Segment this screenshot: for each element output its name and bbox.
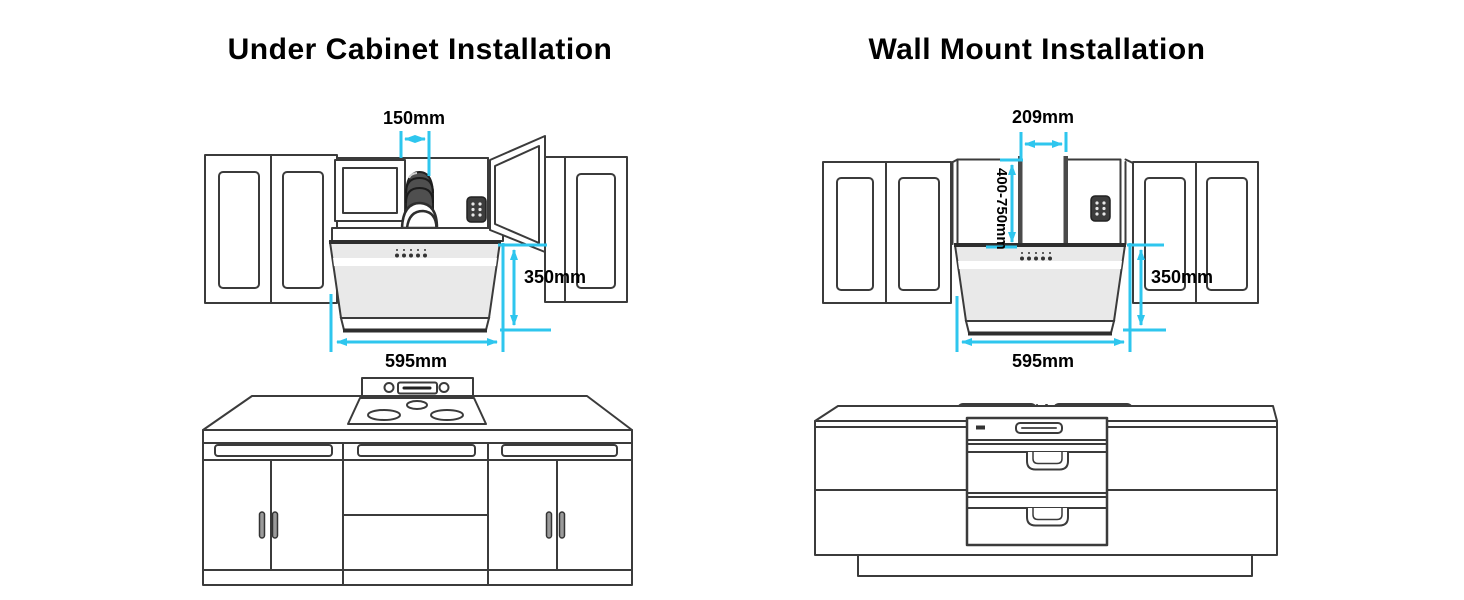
- chimney-duct: [1018, 156, 1068, 246]
- dimension-label-duct-clearance: 150mm: [383, 108, 445, 128]
- range-hood: [952, 243, 1128, 336]
- range-hood: [327, 240, 503, 333]
- dimensions-under-cabinet: 150mm 350mm 595mm: [329, 108, 586, 371]
- kick-plate: [857, 554, 1253, 577]
- cabinet-bottom-shelf: [331, 227, 504, 242]
- dimensions-wall-mount: 209mm 400-750mm 350mm 595mm: [955, 107, 1213, 371]
- wall-mount-diagram: 209mm 400-750mm 350mm 595mm: [814, 107, 1278, 577]
- dimension-label-mounting-height: 400-750mm: [993, 168, 1010, 250]
- kitchen-counter-right-diagram: [814, 403, 1278, 577]
- under-cabinet-diagram: 150mm 350mm 595mm: [202, 108, 633, 586]
- power-outlet-icon: [466, 196, 487, 223]
- kitchen-counter-left-diagram: [202, 377, 633, 586]
- upper-cabinets-right-diagram: [822, 158, 1259, 304]
- door-handles: [258, 511, 566, 539]
- dimension-label-hood-height: 350mm: [524, 267, 586, 287]
- dimension-label-hood-height: 350mm: [1151, 267, 1213, 287]
- dimension-label-chimney-width: 209mm: [1012, 107, 1074, 127]
- section-title-under-cabinet: Under Cabinet Installation: [227, 33, 613, 66]
- dimension-label-hood-width: 595mm: [385, 351, 447, 371]
- dimension-label-hood-width: 595mm: [1012, 351, 1074, 371]
- power-outlet-icon: [1090, 195, 1111, 222]
- open-door-angled: [489, 135, 546, 253]
- section-title-wall-mount: Wall Mount Installation: [868, 33, 1206, 66]
- upper-cabinets-left-diagram: [204, 154, 628, 304]
- exhaust-duct: [400, 170, 439, 230]
